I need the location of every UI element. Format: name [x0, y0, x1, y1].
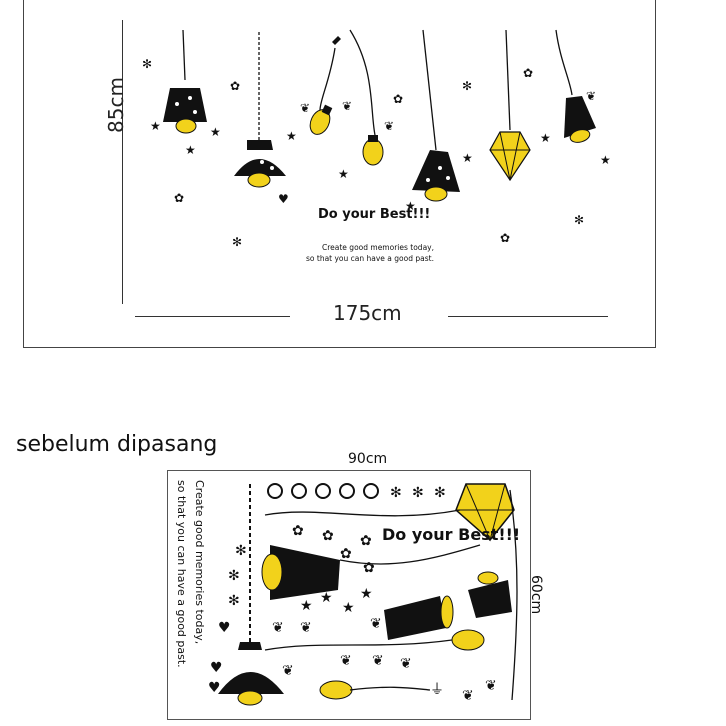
lamp-4-icon	[564, 96, 596, 143]
heart-icon: ♥	[278, 192, 289, 206]
slogan-title: Do your Best!!!	[318, 207, 430, 222]
installed-lamps-illustration: ✻ ✿ ✿ ✻ ✿ ✿ ✻ ✻ ✿ ★ ★ ★ ★ ★ ★ ★ ★ ★ ♥ ❦ ❦ ❦ ❦ Do…	[142, 29, 611, 263]
svg-text:❦: ❦	[384, 119, 394, 133]
svg-text:❦: ❦	[300, 101, 310, 115]
flower-icon: ✿	[500, 231, 510, 245]
svg-text:★: ★	[462, 151, 473, 165]
lamp-1-icon	[163, 88, 207, 134]
svg-text:★: ★	[338, 167, 349, 181]
svg-text:❦: ❦	[342, 99, 352, 113]
snowflake-icon: ✻	[574, 213, 584, 227]
svg-text:★: ★	[210, 125, 221, 139]
svg-text:★: ★	[150, 119, 161, 133]
svg-text:★: ★	[540, 131, 551, 145]
snowflake-icon: ✻	[462, 79, 472, 93]
sheet-width-label: 90cm	[348, 451, 388, 467]
width-label: 175cm	[333, 301, 402, 325]
height-dimension-line	[122, 20, 123, 304]
bulb-2-icon	[362, 135, 384, 166]
diamond-lamp-icon	[489, 131, 531, 182]
width-dimension-line-right	[448, 316, 608, 317]
svg-text:★: ★	[185, 143, 196, 157]
before-install-caption: sebelum dipasang	[16, 432, 218, 457]
svg-text:★: ★	[286, 129, 297, 143]
svg-text:★: ★	[600, 153, 611, 167]
svg-text:★: ★	[405, 199, 416, 213]
flower-icon: ✿	[174, 191, 184, 205]
flower-icon: ✿	[523, 66, 533, 80]
width-dimension-line-left	[135, 316, 290, 317]
svg-text:❦: ❦	[586, 89, 596, 103]
snowflake-icon: ✻	[142, 57, 152, 71]
flower-icon: ✿	[230, 79, 240, 93]
lamp-3-icon	[412, 150, 460, 202]
snowflake-icon: ✻	[232, 235, 242, 249]
slogan-line2: so that you can have a good past.	[306, 254, 434, 263]
slogan-line1: Create good memories today,	[322, 243, 434, 252]
lamp-2-icon	[234, 140, 286, 188]
sticker-sheet	[167, 470, 531, 720]
installed-preview-frame	[23, 0, 656, 348]
bulb-1-icon	[309, 36, 341, 135]
flower-icon: ✿	[393, 92, 403, 106]
